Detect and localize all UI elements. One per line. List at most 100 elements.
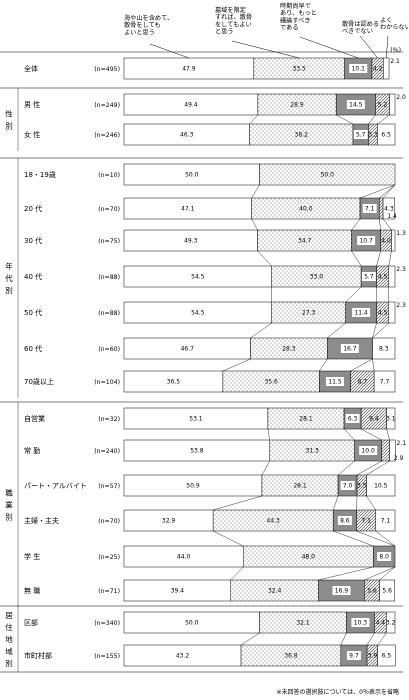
bar-segment <box>386 611 396 634</box>
value-label-box <box>357 236 376 245</box>
value-label: 36.8 <box>284 653 298 660</box>
legend-label: 墓域を限定すれば、散骨をしてもよいと思う <box>215 6 252 36</box>
row-count: (n=25) <box>98 554 120 561</box>
value-label: 11.4 <box>354 310 368 317</box>
value-label: 50.0 <box>321 172 335 179</box>
value-label: 14.5 <box>349 102 363 109</box>
connector-line <box>361 428 382 441</box>
bar-segment <box>372 337 396 360</box>
row-count: (n=71) <box>98 588 120 595</box>
group-label: 性 <box>5 109 13 119</box>
value-label: 50.9 <box>186 483 200 490</box>
value-label: 27.3 <box>302 310 316 317</box>
row-label: 全体 <box>24 64 38 73</box>
value-label-box <box>359 446 378 455</box>
value-label: 6.5 <box>381 132 391 139</box>
connector-line <box>359 184 396 199</box>
value-label: 3.5 <box>357 483 367 490</box>
connector-line <box>333 530 374 547</box>
value-label-box <box>340 481 355 490</box>
row-count: (n=75) <box>98 238 120 245</box>
connector-line <box>319 358 328 372</box>
bar-segment <box>366 474 396 497</box>
value-label-box <box>345 414 360 423</box>
connector-line <box>375 530 396 547</box>
legend-pointer <box>299 36 359 59</box>
bar-segment <box>383 57 390 80</box>
value-label: 11.5 <box>328 379 342 386</box>
value-label-box <box>325 377 344 386</box>
row-label: 区部 <box>24 618 38 627</box>
value-label: 44.0 <box>177 554 191 561</box>
connector-line <box>213 495 262 511</box>
connector-line <box>379 184 396 199</box>
connector-line <box>366 460 390 476</box>
value-label: 4.5 <box>378 310 388 317</box>
value-label: 2.3 <box>396 266 406 273</box>
value-label: 33.5 <box>293 66 307 73</box>
connector-line <box>213 530 244 547</box>
value-label: 34.7 <box>298 238 312 245</box>
value-label: 10.5 <box>374 483 388 490</box>
row-count: (n=495) <box>94 66 120 73</box>
value-label: 44.3 <box>267 518 281 525</box>
value-label: 5.6 <box>382 588 392 595</box>
bar-segment <box>386 407 396 430</box>
value-label: 39.4 <box>171 588 185 595</box>
row-label: 60 代 <box>24 344 42 353</box>
connector-line <box>345 286 362 303</box>
connector-line <box>351 218 361 231</box>
row-count: (n=88) <box>98 274 120 281</box>
bar-segment <box>377 644 396 667</box>
row-label: 自営業 <box>24 414 45 423</box>
value-label: 49.3 <box>184 238 198 245</box>
value-label: 46.3 <box>180 132 194 139</box>
value-label: 4.2 <box>373 66 383 73</box>
value-label: 49.4 <box>184 102 198 109</box>
connector-line <box>388 250 392 267</box>
value-label: 40.0 <box>299 206 313 213</box>
row-count: (n=70) <box>98 206 120 213</box>
value-label: 8.3 <box>379 346 389 353</box>
row-count: (n=240) <box>94 448 120 455</box>
value-label-box <box>346 651 361 660</box>
value-label: 2.9 <box>394 455 404 462</box>
value-label: 53.1 <box>189 416 203 423</box>
value-label-box <box>351 618 370 627</box>
legend-label: よくわからない <box>380 17 409 31</box>
connector-line <box>249 114 259 125</box>
value-label: 10.3 <box>354 620 368 627</box>
connector-line <box>333 495 339 511</box>
group-label: 居 <box>5 611 13 620</box>
row-label: 20 代 <box>24 204 42 213</box>
connector-line <box>356 460 382 476</box>
group-label: 地 <box>5 634 13 644</box>
bar-segment <box>377 123 396 146</box>
row-label: 無 職 <box>24 586 40 595</box>
legend-pointer <box>385 35 389 59</box>
value-label: 36.5 <box>167 379 181 386</box>
group-label: 別 <box>5 286 13 295</box>
row-count: (n=60) <box>98 346 120 353</box>
value-label: 7.7 <box>380 379 390 386</box>
bar-segment <box>381 439 390 462</box>
connector-line <box>250 322 272 339</box>
row-count: (n=88) <box>98 310 120 317</box>
value-label: 4.5 <box>378 274 388 281</box>
value-label-box <box>353 130 368 139</box>
value-label: 6.3 <box>348 416 358 423</box>
value-label: 32.1 <box>296 620 310 627</box>
value-label: 47.1 <box>181 206 195 213</box>
row-count: (n=70) <box>98 518 120 525</box>
row-count: (n=104) <box>94 379 120 386</box>
value-label: 10.7 <box>359 238 373 245</box>
bar-segment <box>388 301 396 324</box>
value-label: 8.7 <box>358 379 368 386</box>
row-label: パート・アルバイト <box>24 482 87 490</box>
legend-label: 海や山を含めて、散骨をしてもよいと思う <box>124 14 173 36</box>
value-label: 50.0 <box>185 172 199 179</box>
value-label: 43.2 <box>176 653 190 660</box>
value-label-box <box>362 204 377 213</box>
connector-line <box>382 218 392 231</box>
value-label: 9.7 <box>349 653 359 660</box>
